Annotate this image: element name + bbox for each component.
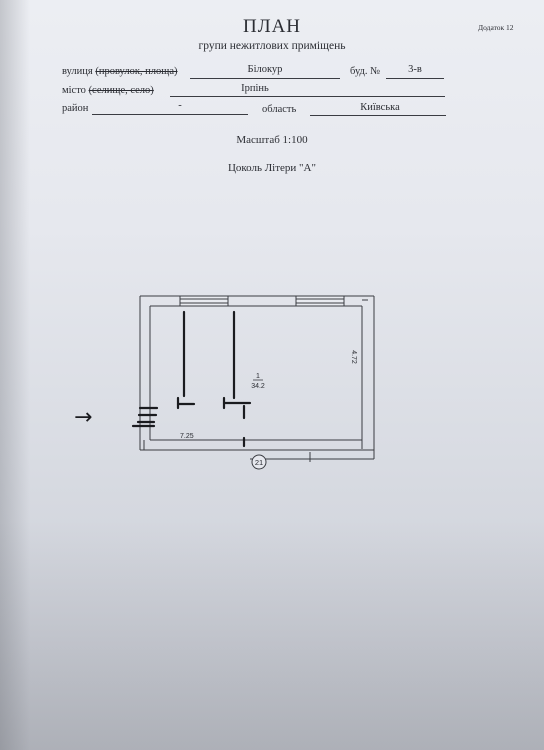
street-label: вулиця	[62, 66, 93, 77]
wall-mark-circle	[251, 454, 267, 470]
building-label: буд. №	[350, 66, 381, 77]
length-dimension: 7.25	[180, 433, 194, 440]
plan-walls	[139, 295, 375, 462]
town-label-struck: (селище, село)	[88, 85, 154, 96]
district-label: район	[62, 103, 89, 114]
building-underline	[386, 78, 444, 79]
town-label: місто	[62, 85, 86, 96]
town-value: Ірпінь	[241, 83, 269, 94]
annex-number: Додаток 12	[478, 23, 514, 32]
town-field: місто (селище, село)	[62, 85, 154, 96]
town-underline	[170, 96, 445, 97]
room-number: 1	[256, 373, 260, 380]
street-field: вулиця (провулок, площа)	[62, 66, 178, 77]
floor-label: Цоколь Літери "А"	[228, 162, 316, 174]
paper-shadow-left	[0, 0, 30, 750]
wall-mark-number: 21	[255, 458, 263, 467]
entry-arrow-icon: →	[74, 405, 93, 430]
building-value: 3-в	[408, 64, 422, 75]
region-value: Київська	[360, 102, 400, 113]
plan-partitions	[131, 310, 252, 448]
district-underline	[92, 114, 248, 115]
room-area: 34.2	[251, 383, 265, 390]
page-title: ПЛАН	[242, 16, 302, 37]
scale-label: Масштаб 1:100	[236, 134, 308, 146]
page-subtitle: групи нежитлових приміщень	[198, 40, 346, 52]
street-underline	[190, 78, 340, 79]
width-dimension: 4.72	[350, 350, 357, 364]
street-value: Білокур	[247, 64, 283, 75]
region-underline	[310, 115, 446, 116]
region-label: область	[262, 104, 297, 115]
paper-shadow-bottom	[0, 520, 544, 750]
district-value: -	[178, 100, 182, 111]
street-label-struck: (провулок, площа)	[95, 66, 178, 77]
